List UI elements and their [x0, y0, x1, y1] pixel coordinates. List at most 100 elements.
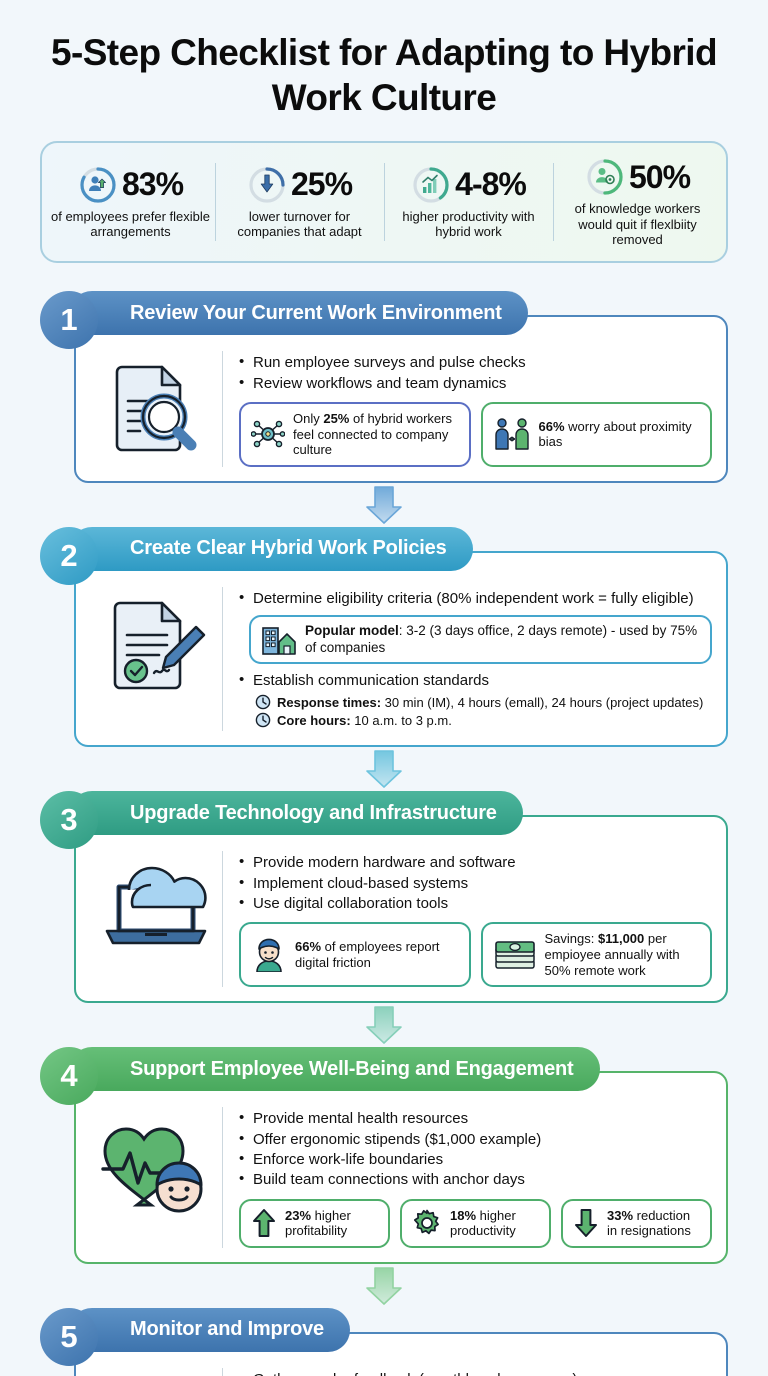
step-inner: Gather regular feedback (monthly pulse s… [90, 1367, 712, 1376]
green-down-arrow-icon [575, 1209, 597, 1238]
callouts: Only 25% of hybrid workers feel connecte… [239, 402, 712, 467]
step-header[interactable]: Create Clear Hybrid Work Policies [70, 526, 473, 571]
person-frustrated-icon [256, 938, 282, 972]
popular-model-note: Popular model: 3-2 (3 days office, 2 day… [249, 615, 712, 665]
bullet-item: Offer ergonomic stipends ($1,000 example… [239, 1129, 712, 1150]
step-wrap: Monitor and Improve 5 Gather regular feed… [40, 1307, 728, 1376]
bullet-item: Provide mental health resources [239, 1108, 712, 1129]
connector-arrow [366, 750, 402, 789]
step-icon [90, 351, 222, 457]
step-connector [0, 1264, 768, 1308]
stat-caption: lower turnover for companies that adapt [237, 208, 362, 240]
step-title: Review Your Current Work Environment [130, 301, 502, 324]
step-number-badge: 4 [40, 1047, 98, 1106]
sub-item: Core hours: 10 a.m. to 3 p.m. [255, 712, 712, 731]
progress-ring [80, 167, 116, 203]
step-inner: Run employee surveys and pulse checksRev… [90, 351, 712, 467]
step-body: Provide modern hardware and softwareImpl… [74, 815, 728, 1004]
sub-item: Response times: 30 min (IM), 4 hours (em… [255, 694, 712, 713]
step-content: Provide modern hardware and softwareImpl… [222, 851, 712, 988]
stat-caption: of knowledge workers would quit if flexl… [574, 201, 701, 247]
callout-text: Savings: $11,000 per empioyee annually w… [544, 931, 680, 978]
stat-caption: of employees prefer flexible arrangement… [51, 208, 210, 240]
sub-item-text: Core hours: 10 a.m. to 3 p.m. [277, 713, 452, 729]
step-header[interactable]: Support Employee Well-Being and Engageme… [70, 1047, 600, 1092]
laptop-cloud-icon [105, 866, 207, 945]
callout-text: 66% of employees report digital friction [295, 939, 440, 970]
callout: 66% worry about proximity bias [480, 402, 712, 467]
callout: Only 25% of hybrid workers feel connecte… [239, 402, 471, 467]
bullet-item: Gather regular feedback (monthly pulse s… [239, 1369, 712, 1376]
callout-text: 23% higher profitability [285, 1207, 351, 1239]
step-number-badge: 5 [40, 1307, 98, 1366]
bullet-item: Determine eligibility criteria (80% inde… [239, 588, 712, 609]
step-body: Run employee surveys and pulse checksRev… [74, 315, 728, 483]
stat-caption: higher productivity with hybrid work [402, 208, 535, 240]
clock-icon [255, 694, 271, 709]
bullet-list: Run employee surveys and pulse checksRev… [239, 352, 712, 394]
stat-value: 25% [290, 166, 353, 203]
step-connector [0, 747, 768, 791]
money-stack-icon [494, 940, 535, 969]
callout-text: 33% reduction in resignations [607, 1207, 691, 1239]
callout-text: 18% higher productivity [450, 1207, 516, 1239]
steps-container: Review Your Current Work Environment 1 Ru… [0, 263, 768, 1376]
gear-icon [413, 1209, 439, 1235]
step-content: Provide mental health resourcesOffer erg… [222, 1107, 712, 1248]
step-number-badge: 3 [40, 791, 98, 850]
stat-top: 4-8% [411, 165, 527, 205]
callout: 66% of employees report digital friction [239, 922, 471, 988]
step-4: Support Employee Well-Being and Engageme… [40, 1047, 728, 1264]
progress-ring [587, 159, 623, 195]
step-icon [90, 1368, 222, 1376]
stat-item: 4-8% higher productivity with hybrid work [384, 149, 553, 255]
sub-list: Response times: 30 min (IM), 4 hours (em… [255, 694, 712, 732]
connector-arrow [366, 1006, 402, 1044]
step-inner: Determine eligibility criteria (80% inde… [90, 586, 712, 732]
stat-item: 25% lower turnover for companies that ada… [215, 149, 384, 255]
bullet-item: Establish communication standards [239, 670, 712, 691]
bullet-item: Implement cloud-based systems [239, 873, 712, 894]
bullet-item: Provide modern hardware and software [239, 852, 712, 873]
step-inner: Provide modern hardware and softwareImpl… [90, 851, 712, 988]
bullet-list: Provide modern hardware and softwareImpl… [239, 852, 712, 914]
step-header[interactable]: Review Your Current Work Environment [70, 291, 528, 336]
step-header[interactable]: Monitor and Improve [70, 1307, 350, 1352]
step-wrap: Create Clear Hybrid Work Policies 2 Deter… [40, 526, 728, 748]
step-content: Determine eligibility criteria (80% inde… [222, 586, 712, 732]
step-title: Upgrade Technology and Infrastructure [130, 801, 497, 824]
heart-pulse-person-icon [101, 1127, 203, 1213]
step-title: Monitor and Improve [130, 1318, 324, 1341]
bullet-list-2: Establish communication standards [239, 670, 712, 691]
callout: 23% higher profitability [239, 1198, 390, 1248]
step-title: Create Clear Hybrid Work Policies [130, 537, 447, 560]
stat-top: 83% [78, 165, 184, 205]
callout-text: 66% worry about proximity bias [538, 418, 692, 450]
callout-text: Only 25% of hybrid workers feel connecte… [293, 411, 452, 458]
stat-top: 25% [247, 165, 353, 205]
step-3: Upgrade Technology and Infrastructure 3 P… [40, 791, 728, 1004]
step-content: Run employee surveys and pulse checksRev… [222, 351, 712, 467]
stat-item: 83%of employees prefer flexible arrangem… [46, 149, 215, 255]
callouts: 66% of employees report digital friction… [239, 922, 712, 988]
callouts: 23% higher profitability 18% higher prod… [239, 1198, 712, 1248]
step-number-badge: 1 [40, 291, 98, 350]
step-header[interactable]: Upgrade Technology and Infrastructure [70, 791, 523, 836]
step-icon [90, 1107, 222, 1217]
stat-value: 4-8% [455, 166, 527, 203]
bullet-list: Provide mental health resourcesOffer erg… [239, 1108, 712, 1191]
step-1: Review Your Current Work Environment 1 Ru… [40, 291, 728, 483]
step-5: Monitor and Improve 5 Gather regular feed… [40, 1307, 728, 1376]
step-inner: Provide mental health resourcesOffer erg… [90, 1107, 712, 1248]
bullet-item: Review workflows and team dynamics [239, 373, 712, 394]
document-magnifier-icon [115, 365, 197, 452]
callout: Savings: $11,000 per empioyee annually w… [480, 922, 712, 988]
step-2: Create Clear Hybrid Work Policies 2 Deter… [40, 526, 728, 748]
bullet-list: Determine eligibility criteria (80% inde… [239, 588, 712, 609]
bullet-item: Build team connections with anchor days [239, 1169, 712, 1190]
connector-arrow [366, 486, 402, 524]
office-home-icon [262, 626, 296, 655]
step-wrap: Review Your Current Work Environment 1 Ru… [40, 291, 728, 483]
step-number-badge: 2 [40, 526, 98, 585]
